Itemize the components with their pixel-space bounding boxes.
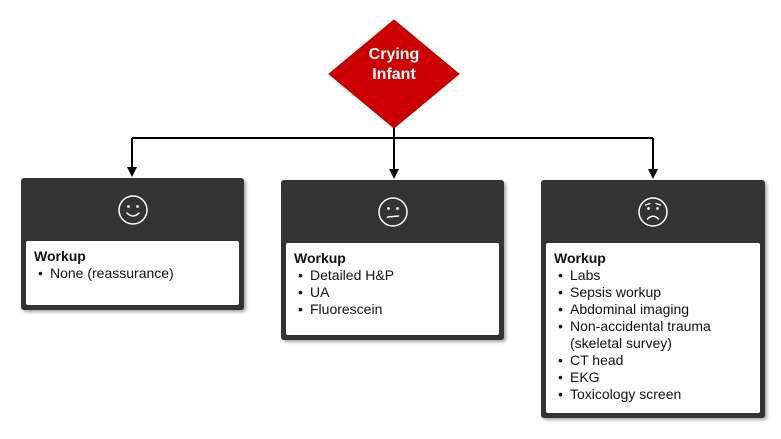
workup-item: Fluorescein bbox=[294, 301, 491, 318]
workup-card-happy: Workup None (reassurance) bbox=[21, 178, 244, 310]
workup-item: Abdominal imaging bbox=[554, 301, 752, 318]
workup-item: Labs bbox=[554, 267, 752, 284]
workup-list: Labs Sepsis workup Abdominal imaging Non… bbox=[554, 267, 752, 403]
workup-panel: Workup None (reassurance) bbox=[26, 241, 239, 305]
neutral-face-icon bbox=[377, 197, 408, 227]
decision-node-label-line2: Infant bbox=[372, 66, 416, 83]
workup-list: None (reassurance) bbox=[34, 265, 231, 282]
sad-face-icon bbox=[638, 197, 668, 227]
workup-item: EKG bbox=[554, 369, 752, 386]
workup-item: Non-accidental trauma bbox=[554, 318, 752, 335]
workup-item: UA bbox=[294, 284, 491, 301]
workup-title: Workup bbox=[554, 250, 606, 266]
workup-panel: Workup Labs Sepsis workup Abdominal imag… bbox=[546, 243, 760, 413]
workup-item: Detailed H&P bbox=[294, 267, 491, 284]
workup-item: Toxicology screen bbox=[554, 386, 752, 403]
workup-card-sad: Workup Labs Sepsis workup Abdominal imag… bbox=[541, 180, 765, 418]
workup-title: Workup bbox=[294, 250, 346, 266]
workup-list: Detailed H&P UA Fluorescein bbox=[294, 267, 491, 318]
workup-item: CT head bbox=[554, 352, 752, 369]
workup-item: None (reassurance) bbox=[34, 265, 231, 282]
diamond-shape bbox=[328, 19, 460, 129]
workup-panel: Workup Detailed H&P UA Fluorescein bbox=[286, 243, 499, 335]
workup-card-neutral: Workup Detailed H&P UA Fluorescein bbox=[281, 180, 504, 340]
workup-item: Sepsis workup bbox=[554, 284, 752, 301]
happy-face-icon bbox=[117, 195, 148, 225]
decision-node-label-line1: Crying bbox=[368, 46, 420, 63]
workup-item-continuation: (skeletal survey) bbox=[570, 335, 672, 351]
decision-node-crying-infant: Crying Infant bbox=[327, 18, 461, 130]
decision-node-label: Crying Infant bbox=[327, 45, 461, 85]
workup-title: Workup bbox=[34, 248, 86, 264]
